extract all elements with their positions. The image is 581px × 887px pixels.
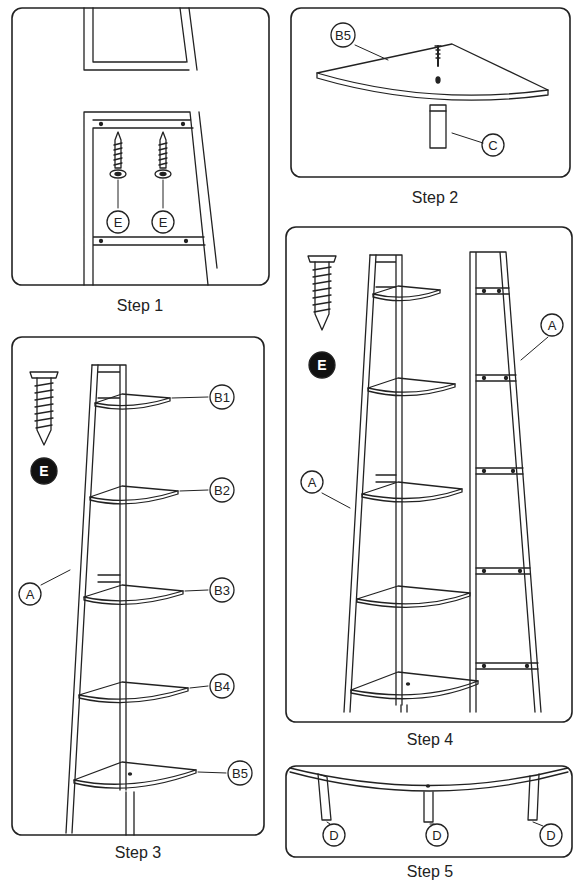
callout-letter: B2 xyxy=(214,484,230,497)
callout-letter: D xyxy=(329,829,338,842)
callout-letter: E xyxy=(159,216,168,229)
callout-letter: C xyxy=(488,139,497,152)
callout-letter: D xyxy=(546,829,555,842)
callout-letter: B4 xyxy=(214,680,230,693)
callout-letter: B1 xyxy=(214,391,230,404)
callout-letter: E xyxy=(39,464,48,478)
callout-letter: E xyxy=(114,216,123,229)
step-caption: Step 5 xyxy=(407,864,453,880)
callout-letter: B3 xyxy=(214,584,230,597)
callout-letter: A xyxy=(308,476,317,489)
step-caption: Step 2 xyxy=(412,190,458,206)
callout-letter: D xyxy=(432,829,441,842)
step-caption: Step 4 xyxy=(407,732,453,748)
callout-letter: E xyxy=(317,358,326,372)
step-caption: Step 3 xyxy=(115,845,161,861)
callout-letter: A xyxy=(548,319,557,332)
callout-letter: B5 xyxy=(232,767,248,780)
step-caption: Step 1 xyxy=(117,298,163,314)
callout-letter: A xyxy=(26,588,35,601)
callout-letter: B5 xyxy=(335,29,351,42)
